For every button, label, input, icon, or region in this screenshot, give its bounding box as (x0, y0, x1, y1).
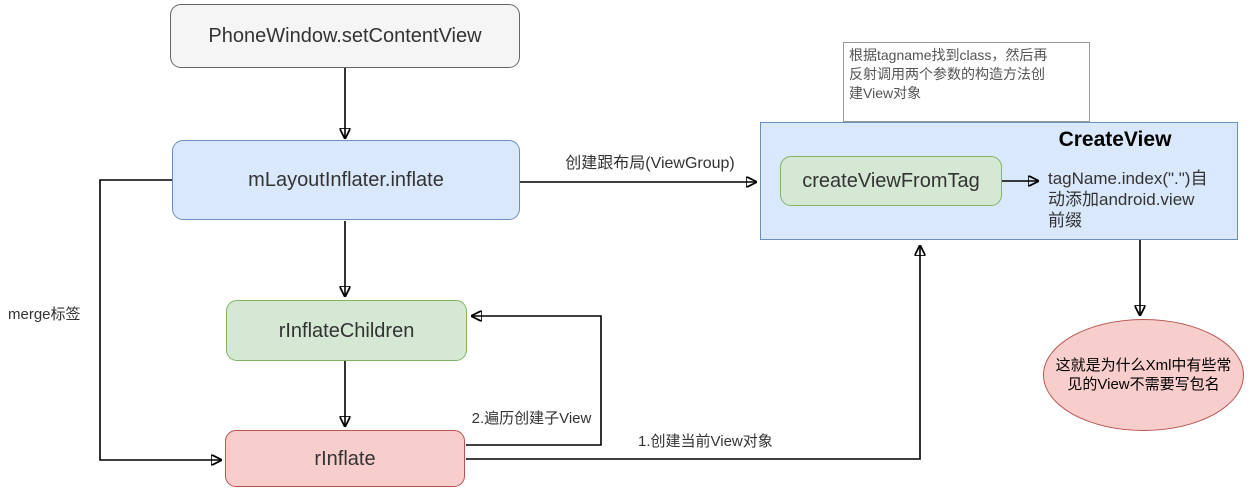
node-mlayoutinflater-inflate: mLayoutInflater.inflate (172, 140, 520, 220)
createview-group-title: CreateView (1058, 128, 1172, 151)
tagname-index-detail-text: tagName.index(".")自 动添加android.view 前缀 (1048, 169, 1208, 230)
conclusion-ellipse: 这就是为什么Xml中有些常 见的View不需要写包名 (1043, 319, 1244, 431)
node-rinflate: rInflate (225, 430, 465, 487)
edge-label-merge-tag: merge标签 (8, 306, 81, 323)
node-createviewfromtag: createViewFromTag (780, 156, 1002, 206)
node-rinflatechildren: rInflateChildren (226, 300, 467, 361)
edge-label-create-root-layout: 创建跟布局(ViewGroup) (565, 155, 735, 172)
edge-label-create-current-view: 1.创建当前View对象 (638, 433, 773, 450)
edge-label-iterate-children: 2.遍历创建子View (471, 410, 592, 427)
reflection-note: 根据tagname找到class，然后再 反射调用两个参数的构造方法创 建Vie… (843, 42, 1090, 122)
arrow-merge-bypass-to-rinflate (99, 179, 221, 460)
node-phonewindow-setcontentview: PhoneWindow.setContentView (170, 4, 520, 68)
